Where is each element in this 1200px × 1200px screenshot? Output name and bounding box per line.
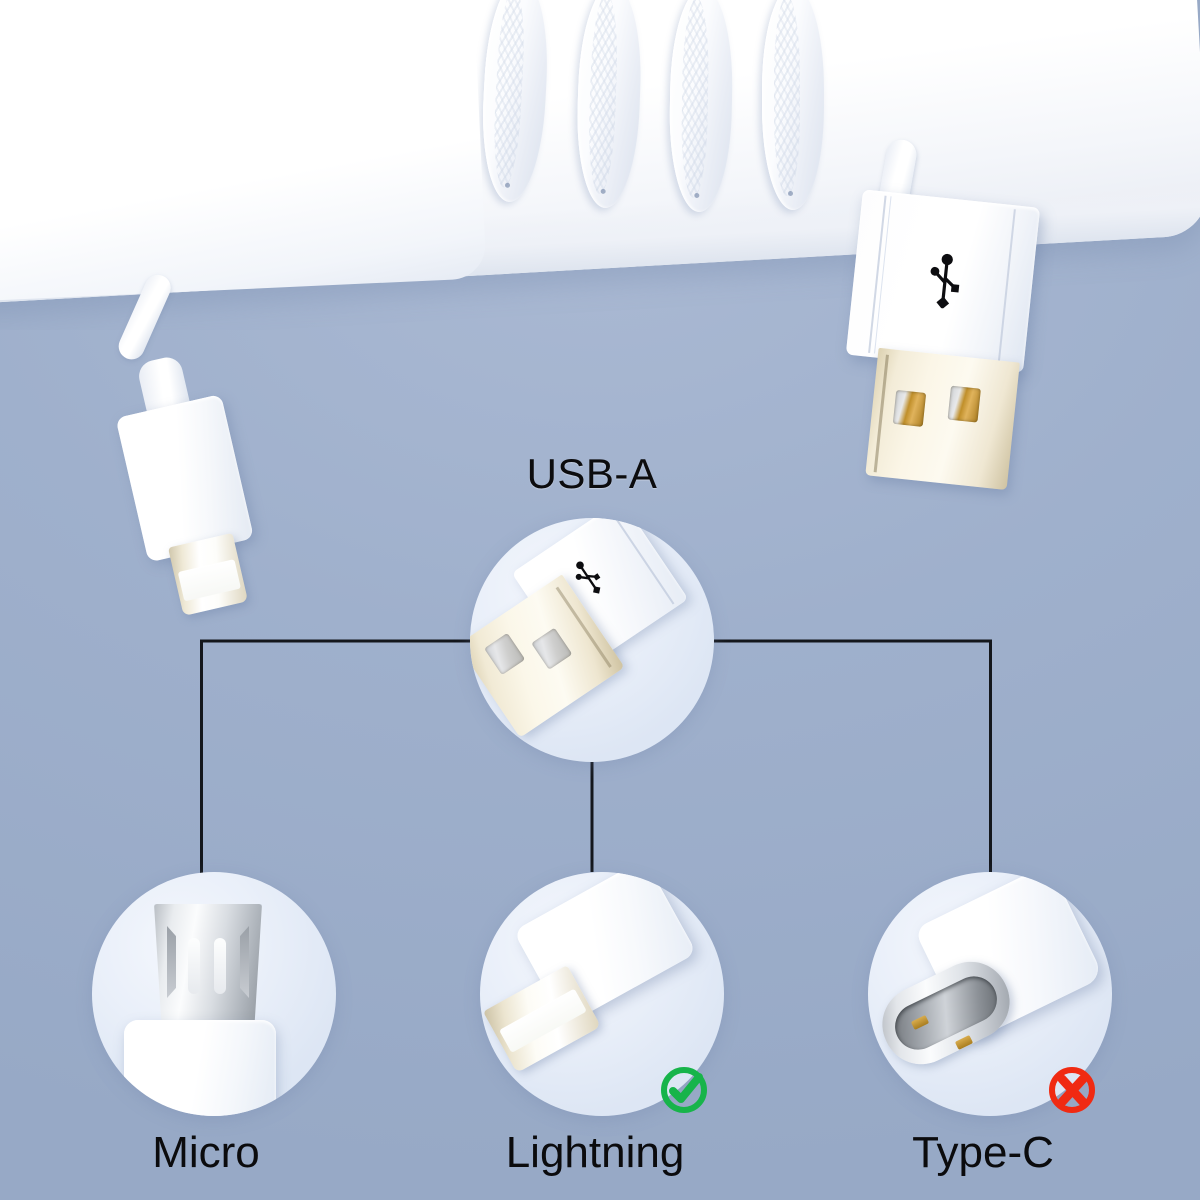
micro-usb-housing	[124, 1020, 276, 1116]
usb-a-contact-plug	[865, 347, 1020, 490]
circle-x-icon	[1049, 1067, 1095, 1113]
diagram-node-usb-a[interactable]: USB-A	[470, 450, 714, 762]
diagram-node-type-c[interactable]	[868, 872, 1112, 1116]
usb-a-connector-icon	[511, 518, 689, 673]
micro-usb-connector-icon	[154, 904, 262, 1026]
usb-trident-icon	[566, 553, 610, 601]
diagram-node-lightning[interactable]	[480, 872, 724, 1116]
node-disc	[480, 872, 724, 1116]
status-badge-type-c	[1046, 1064, 1098, 1116]
node-disc	[92, 872, 336, 1116]
hero-usb-a-plug	[824, 188, 1052, 490]
node-disc	[470, 518, 714, 762]
usb-a-housing	[845, 189, 1041, 374]
node-label-type-c: Type-C	[912, 1128, 1054, 1177]
diagram-node-micro[interactable]	[92, 872, 336, 1116]
status-badge-lightning	[658, 1064, 710, 1116]
node-label-micro: Micro	[152, 1128, 260, 1177]
node-label-lightning: Lightning	[505, 1128, 685, 1177]
product-photo-coiled-cable	[0, 0, 1200, 330]
cable-jacket-band	[0, 0, 487, 302]
usb-trident-icon	[923, 251, 967, 311]
lightning-contact-tip	[167, 532, 249, 616]
circle-check-icon	[661, 1067, 707, 1113]
node-label-usb-a: USB-A	[526, 450, 658, 497]
node-disc	[868, 872, 1112, 1116]
cable-loop	[762, 0, 824, 210]
